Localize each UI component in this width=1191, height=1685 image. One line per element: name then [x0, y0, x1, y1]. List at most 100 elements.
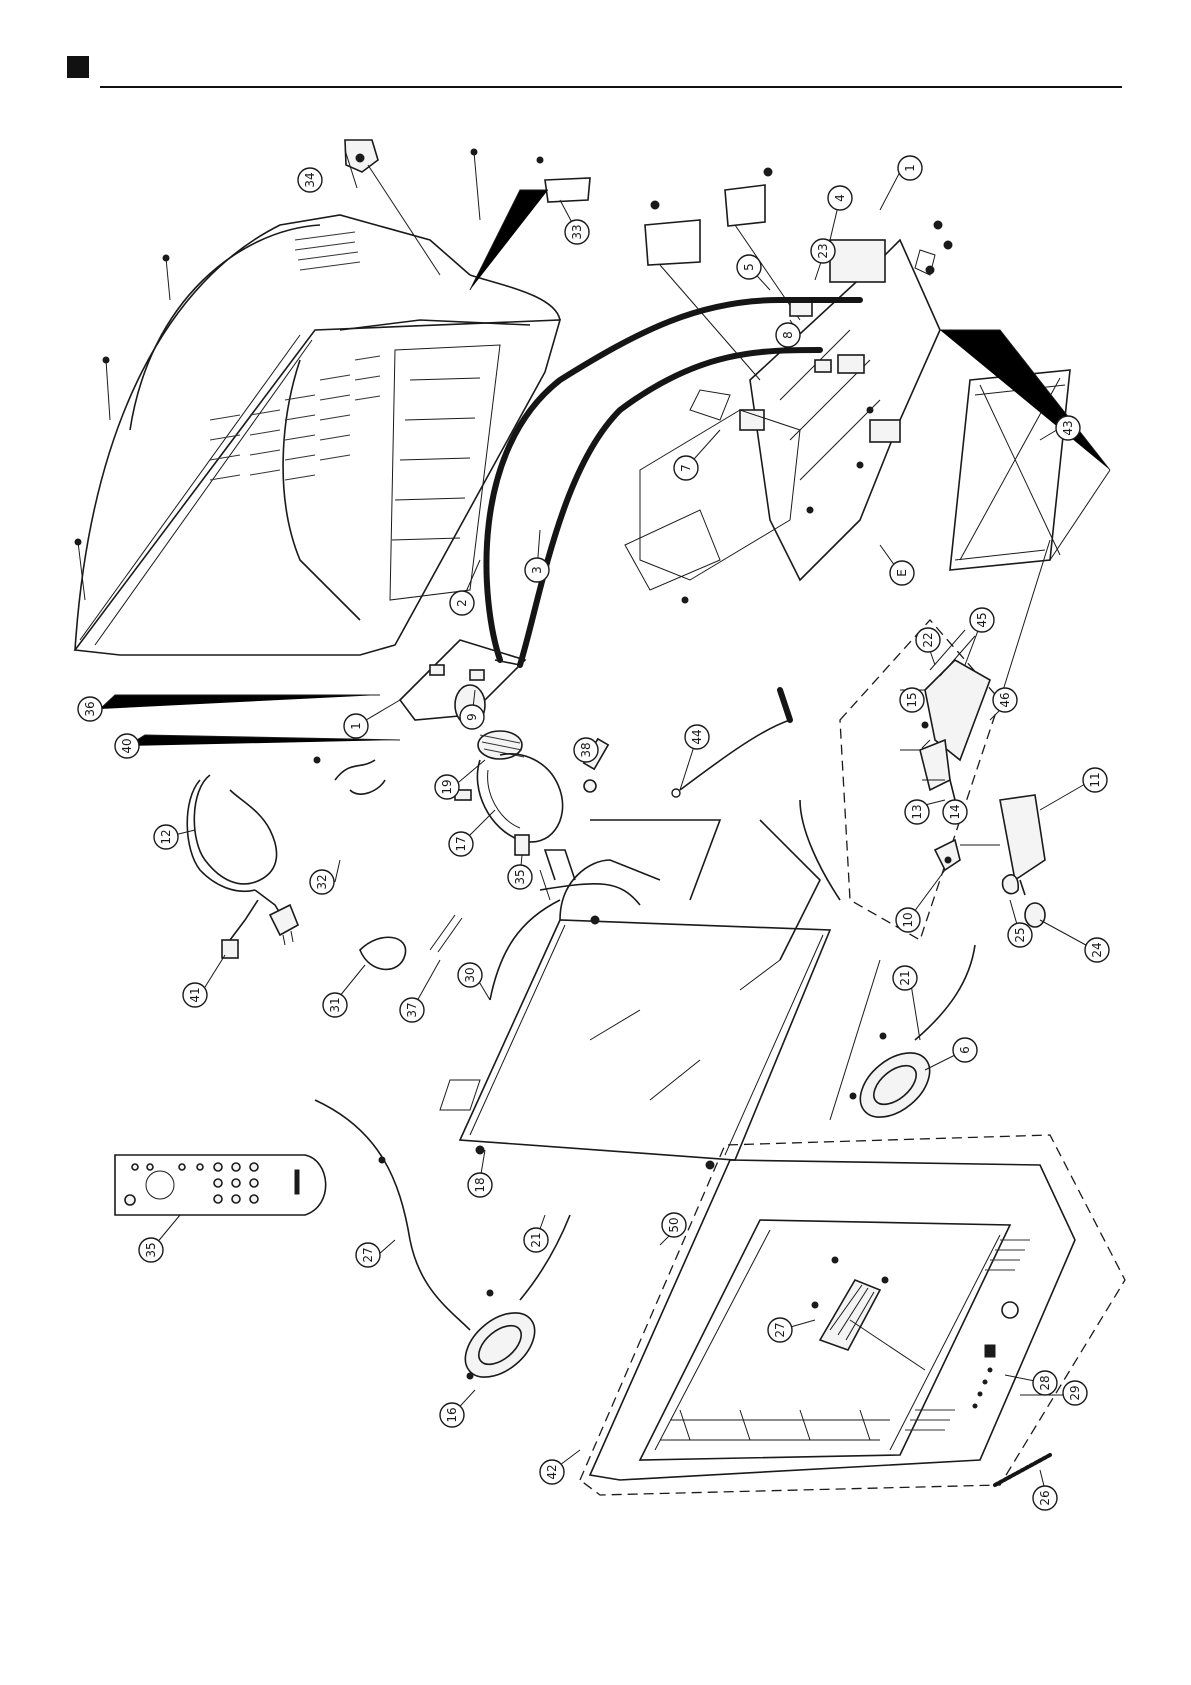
callout-5: 5: [737, 255, 761, 279]
picture-tube-crt: [440, 800, 840, 1169]
callout-41: 41: [183, 983, 207, 1007]
svg-text:44: 44: [690, 729, 704, 744]
callout-23-top: 23: [811, 239, 835, 263]
svg-text:1: 1: [349, 722, 363, 730]
svg-text:27: 27: [361, 1247, 375, 1262]
svg-text:46: 46: [998, 692, 1012, 707]
callout-1-top: 1: [898, 156, 922, 180]
svg-text:14: 14: [948, 804, 962, 819]
callout-10: 10: [896, 908, 920, 932]
svg-text:29: 29: [1068, 1385, 1082, 1400]
part-34-cap: [345, 140, 440, 275]
svg-text:24: 24: [1090, 942, 1104, 957]
svg-text:19: 19: [440, 779, 454, 794]
callout-14: 14: [943, 800, 967, 824]
svg-text:9: 9: [465, 713, 479, 721]
svg-text:18: 18: [473, 1177, 487, 1192]
svg-text:42: 42: [545, 1464, 559, 1479]
callout-38: 38: [574, 738, 598, 762]
callout-3: 3: [525, 558, 549, 582]
svg-text:32: 32: [315, 874, 329, 889]
callout-8: 8: [776, 323, 800, 347]
svg-text:41: 41: [188, 987, 202, 1002]
callout-46: 46: [993, 688, 1017, 712]
callout-2: 2: [450, 591, 474, 615]
callout-27-cable: 27: [356, 1243, 380, 1267]
svg-text:31: 31: [328, 997, 342, 1012]
svg-text:35: 35: [513, 869, 527, 884]
svg-text:7: 7: [679, 464, 693, 472]
svg-text:35: 35: [144, 1242, 158, 1257]
svg-text:45: 45: [975, 612, 989, 627]
svg-text:8: 8: [781, 331, 795, 339]
callout-31: 31: [323, 993, 347, 1017]
callout-33: 33: [565, 220, 589, 244]
svg-text:28: 28: [1038, 1375, 1052, 1390]
svg-text:25: 25: [1013, 927, 1027, 942]
svg-text:5: 5: [742, 263, 756, 271]
callout-4: 4: [828, 186, 852, 210]
callout-18: 18: [468, 1173, 492, 1197]
svg-text:13: 13: [910, 804, 924, 819]
callouts: 34 33 1 4 23 5 8 7: [78, 150, 1109, 1510]
callout-35-neck: 35: [508, 865, 532, 889]
callout-16: 16: [440, 1403, 464, 1427]
svg-text:15: 15: [905, 692, 919, 707]
svg-text:40: 40: [120, 738, 134, 753]
callout-12: 12: [154, 825, 178, 849]
control-board-27: [812, 1257, 925, 1370]
svg-text:43: 43: [1061, 420, 1075, 435]
callout-27-board: 27: [768, 1318, 792, 1342]
callout-17: 17: [449, 832, 473, 856]
callout-26: 26: [1033, 1486, 1057, 1510]
callout-21-left: 21: [524, 1228, 548, 1252]
callout-7: 7: [674, 456, 698, 480]
callout-15: 15: [900, 688, 924, 712]
callout-37: 37: [400, 998, 424, 1022]
svg-text:1: 1: [903, 164, 917, 172]
svg-text:30: 30: [463, 967, 477, 982]
svg-text:12: 12: [159, 829, 173, 844]
svg-text:36: 36: [83, 701, 97, 716]
callout-6: 6: [953, 1038, 977, 1062]
callout-9: 9: [460, 705, 484, 729]
wire-harness: [486, 300, 860, 665]
callout-25: 25: [1008, 923, 1032, 947]
svg-text:21: 21: [529, 1232, 543, 1247]
callout-44: 44: [685, 725, 709, 749]
svg-text:50: 50: [667, 1217, 681, 1232]
svg-text:37: 37: [405, 1002, 419, 1017]
callout-50: 50: [662, 1213, 686, 1237]
part-43-rail: [940, 330, 1110, 570]
callout-1-lower: 1: [344, 714, 368, 738]
callout-22: 22: [916, 628, 940, 652]
callout-43: 43: [1056, 416, 1080, 440]
callout-28: 28: [1033, 1371, 1057, 1395]
callout-24: 24: [1085, 938, 1109, 962]
svg-text:33: 33: [570, 224, 584, 239]
callout-19: 19: [435, 775, 459, 799]
svg-text:17: 17: [454, 836, 468, 851]
svg-text:27: 27: [773, 1322, 787, 1337]
svg-text:22: 22: [921, 632, 935, 647]
speaker-left: [453, 1215, 570, 1390]
svg-text:23: 23: [816, 243, 830, 258]
callout-36: 36: [78, 697, 102, 721]
callout-42: 42: [540, 1460, 564, 1484]
svg-text:21: 21: [898, 970, 912, 985]
callout-11: 11: [1083, 768, 1107, 792]
callout-40: 40: [115, 734, 139, 758]
mounting-screws-top-right: [915, 221, 952, 275]
svg-text:E: E: [895, 569, 909, 577]
callout-35-remote: 35: [139, 1238, 163, 1262]
cable-27: [315, 1100, 470, 1330]
svg-text:4: 4: [833, 194, 847, 202]
power-cord: [187, 775, 298, 958]
callout-13: 13: [905, 800, 929, 824]
callout-21-right: 21: [893, 966, 917, 990]
svg-text:34: 34: [303, 172, 317, 187]
svg-text:11: 11: [1088, 772, 1102, 787]
callout-32: 32: [310, 870, 334, 894]
remote-control: [115, 1155, 326, 1215]
